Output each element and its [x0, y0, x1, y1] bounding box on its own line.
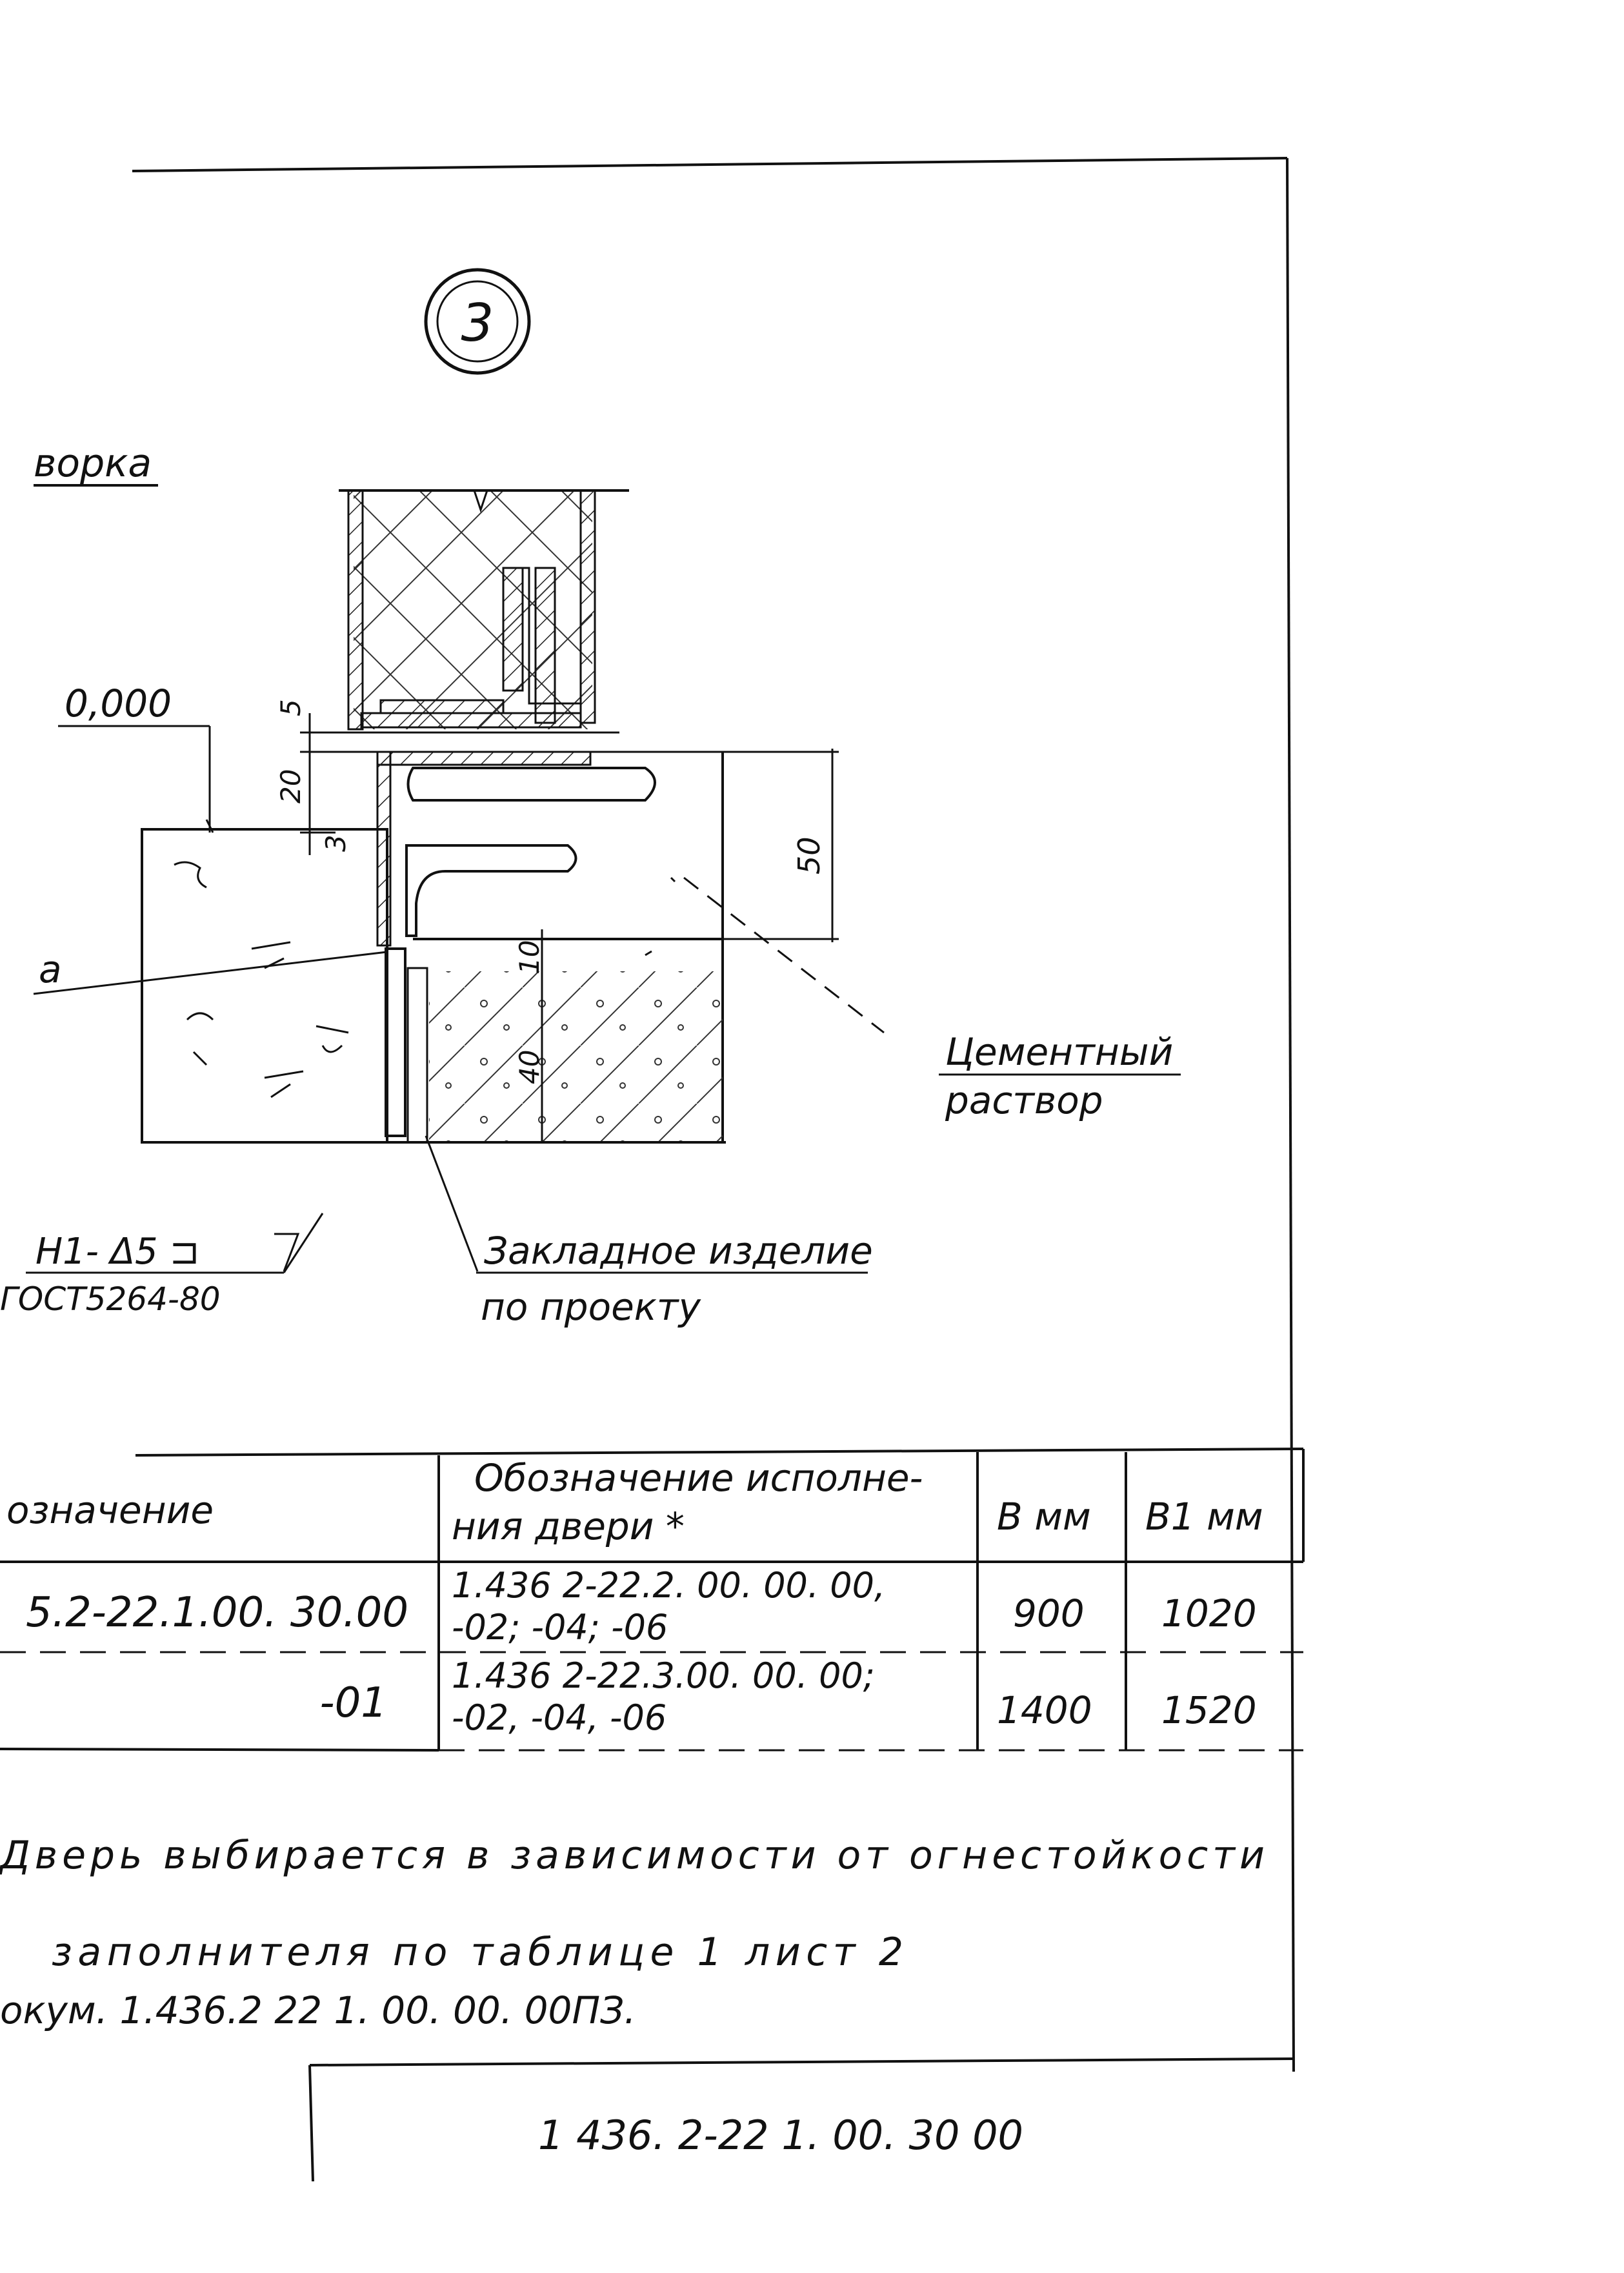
mortar-leader — [683, 876, 885, 1034]
table-row: -01 1.436 2-22.3.00. 00. 00; -02, -04, -… — [319, 1655, 1256, 1738]
row-1-b1: 1020 — [1161, 1591, 1257, 1635]
row-1-designation: 5.2-22.1.00. 30.00 — [26, 1589, 408, 1637]
detail-callout: 3 — [424, 268, 531, 375]
view-title: ворка — [34, 441, 152, 486]
mortar-label-2: раствор — [945, 1078, 1103, 1122]
detail-callout-number: 3 — [461, 293, 494, 353]
notes: Дверь выбирается в зависимости от огнест… — [0, 1833, 1265, 2032]
floor-section — [141, 751, 726, 1144]
note-line-1: Дверь выбирается в зависимости от огнест… — [0, 1833, 1265, 1878]
dim-50: 50 — [792, 836, 827, 874]
embed-label-1: Закладное изделие — [484, 1229, 873, 1273]
row-2-variant-1: 1.436 2-22.3.00. 00. 00; — [452, 1655, 875, 1696]
row-1-b: 900 — [1013, 1591, 1085, 1635]
door-leaf — [339, 489, 629, 731]
sheet-frame — [132, 157, 1295, 2182]
document-code: 1 436. 2-22 1. 00. 30 00 — [538, 2112, 1023, 2159]
leader-a-line — [33, 951, 388, 995]
dim-3: 3 — [320, 834, 352, 852]
row-2-b1: 1520 — [1161, 1688, 1257, 1732]
dim-20: 20 — [275, 769, 306, 803]
leader-a-label: a — [39, 947, 62, 991]
row-2-b: 1400 — [997, 1688, 1092, 1732]
table-header-b: B мм — [997, 1495, 1091, 1539]
row-2-designation: -01 — [319, 1679, 387, 1727]
row-2-variant-2: -02, -04, -06 — [452, 1697, 667, 1738]
note-line-3: окум. 1.436.2 22 1. 00. 00. 00ПЗ. — [0, 1988, 636, 2032]
level-mark: 0,000 — [65, 682, 172, 725]
dim-10: 10 — [514, 940, 545, 975]
embed-label-2: по проекту — [481, 1285, 701, 1329]
note-line-2: заполнителя по таблице 1 лист 2 — [52, 1930, 903, 1975]
dimension-lines — [58, 713, 839, 1142]
weld-field-flag — [274, 1233, 300, 1272]
dim-40: 40 — [514, 1050, 545, 1084]
weld-symbol: H1- Δ5 ⊐ — [35, 1231, 199, 1273]
table-header-b1: B1 мм — [1145, 1495, 1263, 1539]
row-1-variant-2: -02; -04; -06 — [452, 1607, 668, 1648]
weld-leader — [283, 1213, 324, 1273]
spec-table: означение Обозначение исполне- ния двери… — [0, 1448, 1305, 1752]
dim-5: 5 — [275, 699, 306, 716]
row-1-variant-1: 1.436 2-22.2. 00. 00. 00, — [452, 1565, 885, 1606]
table-header-variant-2: ния двери * — [452, 1504, 685, 1548]
table-header-variant-1: Обозначение исполне- — [474, 1456, 923, 1500]
embed-leader — [425, 1135, 479, 1272]
weld-standard: ГОСТ5264-80 — [0, 1280, 221, 1318]
table-row: 5.2-22.1.00. 30.00 1.436 2-22.2. 00. 00.… — [26, 1565, 1257, 1648]
mortar-label-1: Цементный — [945, 1030, 1173, 1074]
table-header-designation: означение — [6, 1488, 214, 1532]
